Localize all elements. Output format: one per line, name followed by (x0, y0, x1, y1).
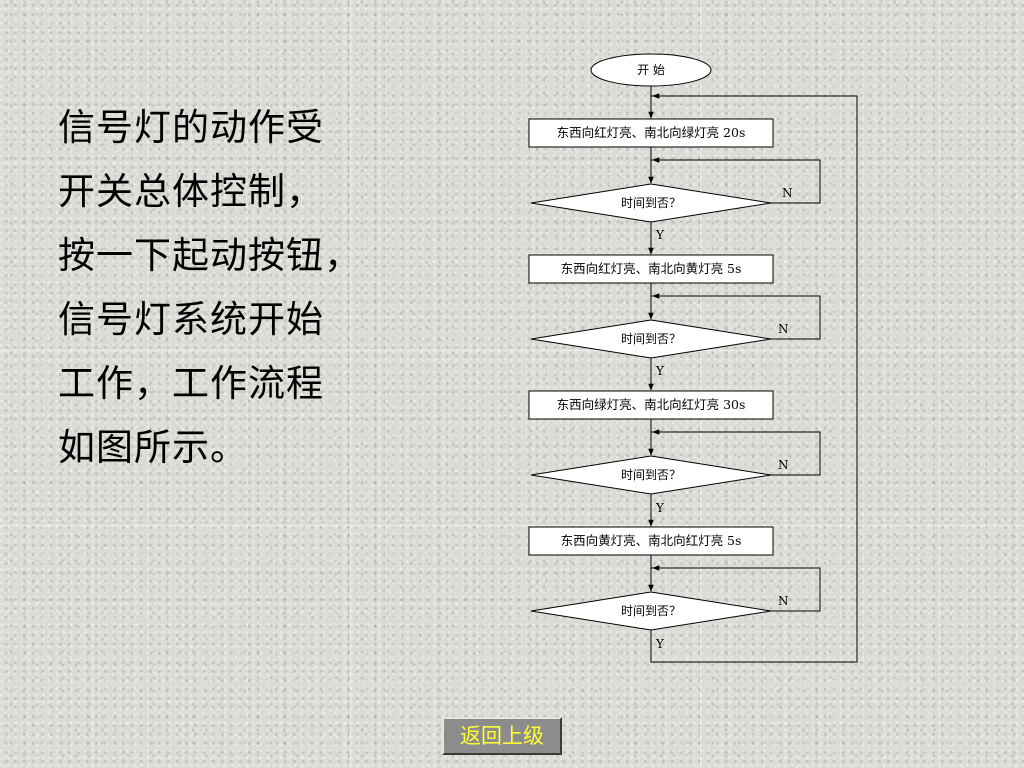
body-text-line: 按一下起动按钮， (58, 234, 362, 277)
body-text: 信号灯的动作受 开关总体控制， 按一下起动按钮， 信号灯系统开始 工作，工作流程… (58, 96, 418, 480)
background-gridline (0, 525, 1024, 526)
body-text-line: 工作，工作流程 (58, 362, 324, 405)
process-label: 东西向绿灯亮、南北向红灯亮 30s (557, 397, 746, 412)
no-label: N (782, 186, 793, 200)
body-text-line: 信号灯系统开始 (58, 298, 324, 341)
decision-label: 时间到否？ (621, 332, 681, 346)
process-box (528, 526, 774, 556)
process-label: 东西向红灯亮、南北向绿灯亮 20s (557, 125, 746, 140)
process-box (528, 118, 774, 148)
no-label: N (778, 594, 789, 608)
background-gridline (0, 350, 1024, 351)
no-label: N (778, 458, 789, 472)
process-label: 东西向黄灯亮、南北向红灯亮 5s (561, 533, 742, 548)
body-text-line: 信号灯的动作受 (58, 106, 324, 149)
no-label: N (778, 322, 789, 336)
yes-label: Y (655, 228, 665, 242)
process-label: 东西向红灯亮、南北向黄灯亮 5s (561, 261, 742, 276)
no-loop-line (651, 159, 821, 204)
yes-label: Y (655, 637, 665, 651)
decision-label: 时间到否？ (621, 604, 681, 618)
background-gridline (350, 0, 351, 768)
no-loop-line (651, 431, 821, 476)
decision-label: 时间到否？ (621, 468, 681, 482)
background-gridline (700, 0, 701, 768)
body-text-line: 开关总体控制， (58, 170, 324, 213)
start-terminal-label: 开 始 (637, 63, 665, 77)
yes-label: Y (655, 501, 665, 515)
back-button[interactable]: 返回上级 (442, 717, 562, 755)
yes-label: Y (655, 364, 665, 378)
return-loop-line (650, 95, 858, 663)
decision-label: 时间到否？ (621, 196, 681, 210)
body-text-line: 如图所示。 (58, 426, 248, 469)
no-loop-line (651, 295, 821, 340)
process-box (528, 254, 774, 284)
no-loop-line (651, 567, 821, 612)
